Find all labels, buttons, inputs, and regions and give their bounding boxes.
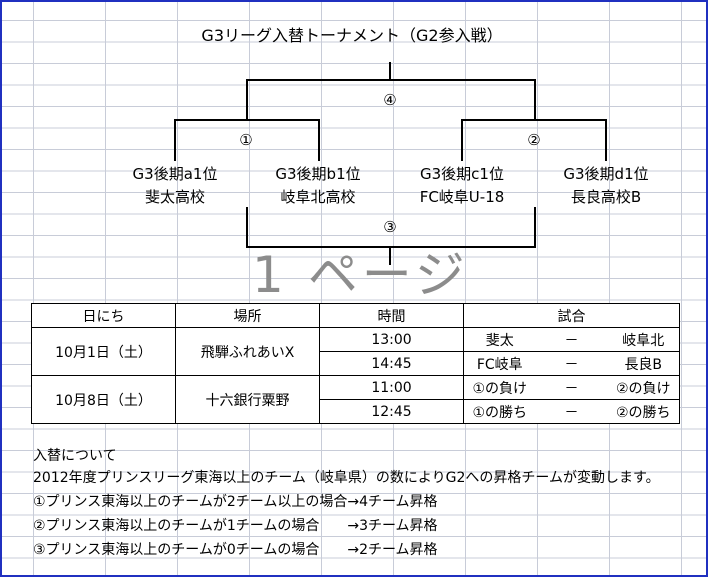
note-line: ③プリンス東海以上のチームが0チームの場合 →2チーム昇格 <box>33 542 438 558</box>
away-cell: 岐阜北 <box>607 327 680 352</box>
header-time: 時間 <box>319 303 464 328</box>
home-cell: ①の負け <box>463 375 536 400</box>
table-row: 10月1日（土） 飛騨ふれあいX 13:00 斐太 － 岐阜北 <box>31 327 680 376</box>
team-name: 斐太高校 <box>144 188 206 206</box>
time-cell: 12:45 <box>319 399 464 424</box>
team-name: 長良高校B <box>570 188 642 206</box>
note-line: ②プリンス東海以上のチームが1チームの場合 →3チーム昇格 <box>33 518 438 534</box>
table-row: 12:45 ①の勝ち － ②の勝ち <box>32 399 680 424</box>
away-cell: ②の勝ち <box>607 399 680 424</box>
note-line: ①プリンス東海以上のチームが2チーム以上の場合→4チーム昇格 <box>33 494 438 510</box>
table-row: 10月8日（土） 十六銀行粟野 11:00 ①の負け － ②の負け <box>31 375 680 424</box>
table-header-row: 日にち 場所 時間 試合 <box>31 303 680 328</box>
notes-heading: 入替について <box>33 448 117 464</box>
date-cell: 10月1日（土） <box>31 327 176 376</box>
header-date: 日にち <box>31 303 176 328</box>
schedule-table: 日にち 場所 時間 試合 10月1日（土） 飛騨ふれあいX 13:00 斐太 －… <box>31 303 680 424</box>
team-seed: G3後期a1位 <box>132 165 218 183</box>
date-cell: 10月8日（土） <box>31 375 176 424</box>
team-seed: G3後期b1位 <box>275 165 361 183</box>
page-watermark: 1 ページ <box>252 246 469 304</box>
separator-cell: － <box>535 399 608 424</box>
time-cell: 11:00 <box>319 375 464 400</box>
home-cell: ①の勝ち <box>463 399 536 424</box>
final-label: ④ <box>383 91 397 109</box>
separator-cell: － <box>535 351 608 376</box>
page-title: G3リーグ入替トーナメント（G2参入戦） <box>201 26 503 45</box>
separator-cell: － <box>535 375 608 400</box>
header-venue: 場所 <box>175 303 320 328</box>
team-seed: G3後期d1位 <box>563 165 649 183</box>
team-name: 岐阜北高校 <box>280 188 356 206</box>
away-cell: ②の負け <box>607 375 680 400</box>
team-name: FC岐阜U-18 <box>419 188 505 206</box>
home-cell: 斐太 <box>463 327 536 352</box>
semi-left-label: ① <box>239 131 253 149</box>
away-cell: 長良B <box>607 351 680 376</box>
team-seed: G3後期c1位 <box>420 165 504 183</box>
venue-cell: 十六銀行粟野 <box>175 375 320 424</box>
note-line: 2012年度プリンスリーグ東海以上のチーム（岐阜県）の数によりG2への昇格チーム… <box>33 470 660 486</box>
venue-cell: 飛騨ふれあいX <box>175 327 320 376</box>
third-place-label: ③ <box>383 218 397 236</box>
time-cell: 14:45 <box>319 351 464 376</box>
separator-cell: － <box>535 327 608 352</box>
home-cell: FC岐阜 <box>463 351 536 376</box>
time-cell: 13:00 <box>319 327 464 352</box>
header-match: 試合 <box>463 303 680 328</box>
semi-right-label: ② <box>527 131 541 149</box>
